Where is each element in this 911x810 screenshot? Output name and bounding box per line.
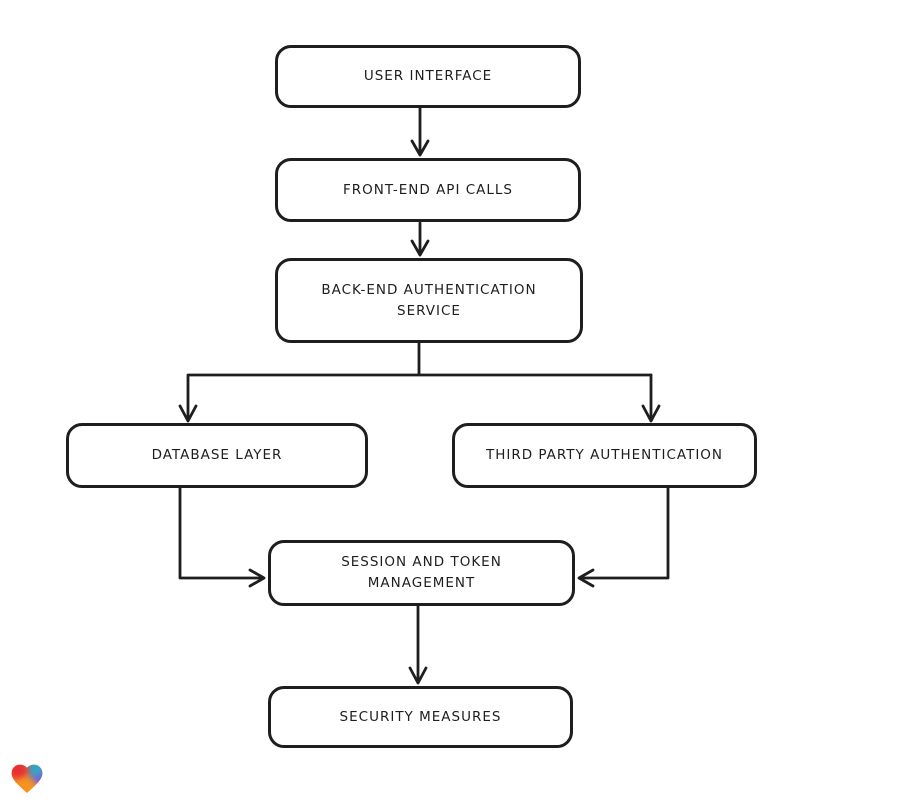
edge-third-party-authentication-to-session-and-token-management[interactable]	[577, 486, 670, 588]
edge-back-end-authentication-service-to-third-party-authentication[interactable]	[641, 373, 661, 423]
node-label: DATABASE LAYER	[151, 447, 283, 463]
node-label: BACK-END AUTHENTICATION SERVICE	[321, 281, 537, 319]
node-label: SECURITY MEASURES	[339, 708, 502, 725]
node-label: USER INTERFACE	[363, 68, 493, 84]
edge-front-end-api-calls-to-back-end-authentication-service[interactable]	[410, 221, 430, 257]
edge-session-and-token-management-to-security-measures[interactable]	[408, 604, 428, 685]
node-third-party-authentication[interactable]: THIRD PARTY AUTHENTICATION	[452, 423, 757, 488]
edge-back-end-authentication-service-to-database-layer[interactable]	[178, 341, 653, 423]
heart-gradient-logo[interactable]	[8, 760, 46, 797]
node-front-end-api-calls[interactable]: FRONT-END API CALLS	[275, 158, 581, 222]
node-user-interface[interactable]: USER INTERFACE	[275, 45, 581, 108]
node-label: THIRD PARTY AUTHENTICATION	[485, 447, 724, 463]
node-session-and-token-management[interactable]: SESSION AND TOKEN MANAGEMENT	[268, 540, 575, 606]
edge-database-layer-to-session-and-token-management[interactable]	[178, 486, 266, 588]
node-back-end-authentication-service[interactable]: BACK-END AUTHENTICATION SERVICE	[275, 258, 583, 343]
node-label: FRONT-END API CALLS	[343, 181, 513, 198]
node-database-layer[interactable]: DATABASE LAYER	[66, 423, 368, 488]
edge-user-interface-to-front-end-api-calls[interactable]	[410, 106, 430, 157]
node-label: SESSION AND TOKEN MANAGEMENT	[341, 554, 502, 591]
node-security-measures[interactable]: SECURITY MEASURES	[268, 686, 573, 748]
